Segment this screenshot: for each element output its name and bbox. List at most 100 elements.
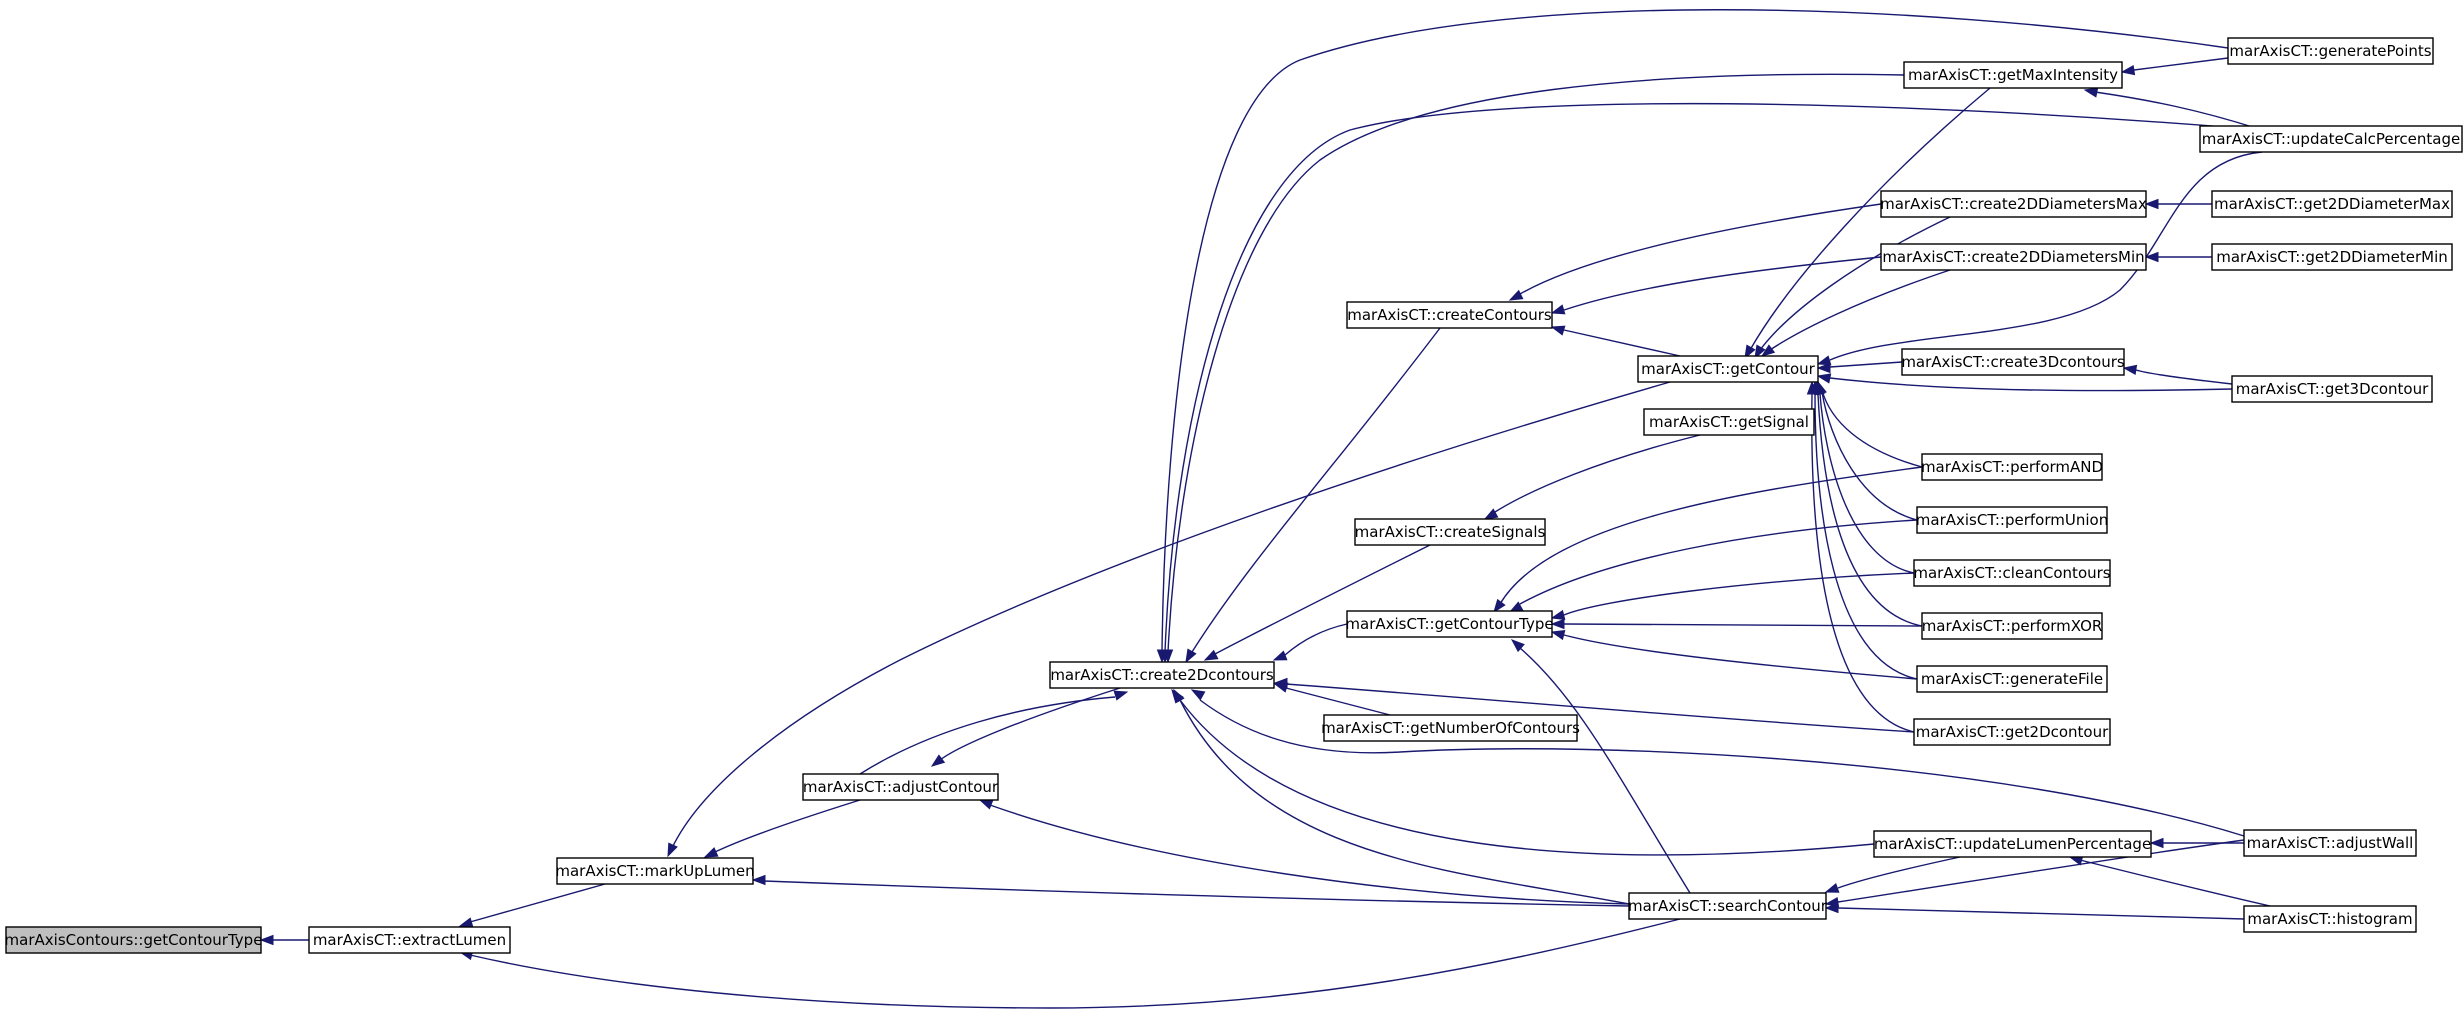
node-root[interactable]: marAxisContours::getContourType (5, 926, 263, 954)
edge-line (1829, 361, 1903, 368)
node-box[interactable] (1903, 61, 2123, 89)
node-box[interactable] (1880, 190, 2147, 218)
edge-performUnion-to-getContourType (1508, 519, 1918, 613)
node-box[interactable] (1637, 355, 1819, 383)
node-box[interactable] (2231, 375, 2433, 403)
arrowhead (2144, 251, 2159, 263)
edge-adjustContour-to-create2Dcontours (859, 690, 1129, 775)
node-updateLumenPercentage[interactable]: marAxisCT::updateLumenPercentage (1873, 830, 2152, 858)
node-label: marAxisCT::markUpLumen (555, 862, 754, 880)
node-searchContour[interactable]: marAxisCT::searchContour (1628, 892, 1828, 920)
node-box[interactable] (2243, 829, 2417, 857)
node-box[interactable] (802, 773, 999, 801)
node-label: marAxisCT::getMaxIntensity (1908, 66, 2118, 84)
node-performAND[interactable]: marAxisCT::performAND (1921, 453, 2103, 481)
node-box[interactable] (1880, 243, 2147, 271)
node-box[interactable] (1049, 661, 1275, 689)
arrowhead (930, 754, 946, 767)
node-performXOR[interactable]: marAxisCT::performXOR (1921, 612, 2103, 640)
node-create2DDiametersMin[interactable]: marAxisCT::create2DDiametersMin (1880, 243, 2147, 271)
node-box[interactable] (5, 926, 262, 954)
arrowhead (1550, 304, 1566, 315)
node-label: marAxisCT::performUnion (1916, 511, 2108, 529)
node-adjustContour[interactable]: marAxisCT::adjustContour (802, 773, 999, 801)
arrowhead (1824, 902, 1839, 914)
node-box[interactable] (1323, 714, 1578, 742)
node-box[interactable] (1346, 301, 1553, 329)
arrowhead (751, 874, 766, 886)
edge-line (469, 918, 1681, 1009)
node-histogram[interactable]: marAxisCT::histogram (2243, 905, 2417, 933)
node-box[interactable] (1913, 559, 2111, 587)
node-box[interactable] (1873, 830, 2152, 858)
node-box[interactable] (556, 857, 754, 885)
edge-searchContour-to-extractLumen (458, 918, 1681, 1009)
node-generatePoints[interactable]: marAxisCT::generatePoints (2227, 37, 2434, 65)
node-extractLumen[interactable]: marAxisCT::extractLumen (308, 926, 511, 954)
node-box[interactable] (1643, 408, 1815, 436)
node-label: marAxisCT::createContours (1347, 306, 1552, 324)
arrowhead (1203, 649, 1219, 661)
node-box[interactable] (1916, 665, 2108, 693)
edge-line (1519, 647, 1691, 894)
node-box[interactable] (1913, 718, 2111, 746)
edge-getContourType-to-create2Dcontours (1272, 623, 1348, 661)
node-box[interactable] (1901, 348, 2125, 376)
node-box[interactable] (1921, 612, 2103, 640)
node-get2Dcontour[interactable]: marAxisCT::get2Dcontour (1913, 718, 2111, 746)
node-getSignal[interactable]: marAxisCT::getSignal (1643, 408, 1815, 436)
edge-getSignal-to-createSignals (1483, 434, 1701, 520)
node-getContourType[interactable]: marAxisCT::getContourType (1345, 610, 1554, 638)
node-label: marAxisCT::create2DDiametersMin (1882, 248, 2144, 266)
node-box[interactable] (1628, 892, 1827, 920)
edge-line (1164, 102, 2263, 653)
node-markUpLumen[interactable]: marAxisCT::markUpLumen (555, 857, 755, 885)
node-label: marAxisCT::adjustWall (2247, 834, 2414, 852)
arrowhead (458, 917, 474, 928)
node-get3Dcontour[interactable]: marAxisCT::get3Dcontour (2231, 375, 2433, 403)
node-box[interactable] (308, 926, 511, 954)
node-generateFile[interactable]: marAxisCT::generateFile (1916, 665, 2108, 693)
node-label: marAxisCT::cleanContours (1913, 564, 2110, 582)
node-create2DDiametersMax[interactable]: marAxisCT::create2DDiametersMax (1880, 190, 2147, 218)
edge-line (2094, 91, 2263, 131)
node-get2DDiameterMin[interactable]: marAxisCT::get2DDiameterMin (2211, 243, 2453, 271)
node-box[interactable] (2211, 190, 2453, 218)
node-box[interactable] (2199, 125, 2463, 153)
node-box[interactable] (2243, 905, 2417, 933)
node-get2DDiameterMax[interactable]: marAxisCT::get2DDiameterMax (2211, 190, 2453, 218)
node-box[interactable] (1916, 506, 2108, 534)
node-cleanContours[interactable]: marAxisCT::cleanContours (1913, 559, 2111, 587)
arrowhead (2144, 198, 2159, 210)
nodes-layer: marAxisContours::getContourType marAxisCT… (5, 37, 2463, 954)
edge-adjustWall-to-updateLumenPercentage (2149, 837, 2244, 849)
node-adjustWall[interactable]: marAxisCT::adjustWall (2243, 829, 2417, 857)
node-getContour[interactable]: marAxisCT::getContour (1637, 355, 1819, 383)
node-createContours[interactable]: marAxisCT::createContours (1346, 301, 1553, 329)
edge-updateLumenPercentage-to-searchContour (1824, 856, 1961, 893)
edge-line (1563, 623, 1923, 627)
arrowhead (1190, 689, 1206, 701)
edge-performXOR-to-getContourType (1550, 618, 1923, 630)
edge-line (1814, 393, 1918, 680)
node-create3Dcontours[interactable]: marAxisCT::create3Dcontours (1901, 348, 2125, 376)
edge-line (671, 381, 1671, 849)
node-label: marAxisCT::extractLumen (313, 931, 506, 949)
node-box[interactable] (1354, 518, 1546, 546)
node-updateCalcPercentage[interactable]: marAxisCT::updateCalcPercentage (2199, 125, 2463, 153)
edge-performAND-to-getContourType (1493, 466, 1923, 614)
node-box[interactable] (1346, 610, 1553, 638)
node-performUnion[interactable]: marAxisCT::performUnion (1916, 506, 2108, 534)
node-createSignals[interactable]: marAxisCT::createSignals (1354, 518, 1546, 546)
node-getMaxIntensity[interactable]: marAxisCT::getMaxIntensity (1903, 61, 2123, 89)
node-label: marAxisCT::createSignals (1355, 523, 1546, 541)
edge-line (1563, 256, 1882, 311)
edge-createContours-to-create2Dcontours (1185, 327, 1441, 664)
node-box[interactable] (1921, 453, 2103, 481)
node-create2Dcontours[interactable]: marAxisCT::create2Dcontours (1049, 661, 1275, 689)
node-getNumberOfContours[interactable]: marAxisCT::getNumberOfContours (1321, 714, 1580, 742)
edge-create2Dcontours-to-adjustContour (930, 687, 1121, 767)
arrowhead (1273, 677, 1288, 689)
node-box[interactable] (2211, 243, 2453, 271)
node-box[interactable] (2227, 37, 2434, 65)
